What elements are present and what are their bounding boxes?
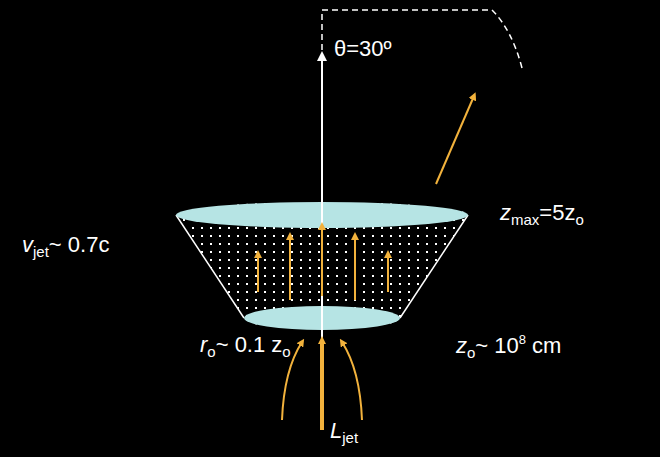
label-text: =5z — [539, 200, 575, 225]
label-text: ~ 0.1 z — [216, 332, 283, 357]
label-text: o — [282, 343, 290, 360]
label-text: o — [575, 211, 583, 228]
label-text: max — [511, 211, 539, 228]
label-text: o — [467, 344, 475, 361]
cone-side — [400, 215, 468, 318]
angle-arc — [322, 10, 522, 68]
label-text: jet — [342, 429, 358, 446]
velocity-label: vjet~ 0.7c — [22, 232, 109, 261]
luminosity-label: Ljet — [330, 418, 358, 447]
label-text: jet — [33, 243, 49, 260]
outflow-arrow — [436, 96, 474, 184]
base-height-label: zo~ 108 cm — [456, 332, 561, 362]
label-text: o — [207, 343, 215, 360]
inflow-arrow — [282, 342, 302, 420]
jet-axis — [321, 56, 323, 430]
angle-label: θ=30º — [334, 36, 392, 62]
inflow-arrow — [342, 342, 362, 420]
label-text: 8 — [519, 332, 526, 347]
label-text: ~ 10 — [475, 333, 518, 358]
flow-arrows — [258, 226, 388, 300]
label-text: ~ 0.7c — [49, 232, 110, 257]
label-text: L — [330, 418, 342, 443]
radius-label: ro~ 0.1 zo — [200, 332, 291, 361]
inflow-arrow — [320, 340, 324, 430]
label-text: r — [200, 332, 207, 357]
label-text: θ=30º — [334, 36, 392, 61]
label-text: z — [456, 333, 467, 358]
label-text: z — [500, 200, 511, 225]
label-text: v — [22, 232, 33, 257]
height-label: zmax=5zo — [500, 200, 584, 229]
label-text: cm — [532, 333, 561, 358]
cone-side — [176, 215, 244, 318]
